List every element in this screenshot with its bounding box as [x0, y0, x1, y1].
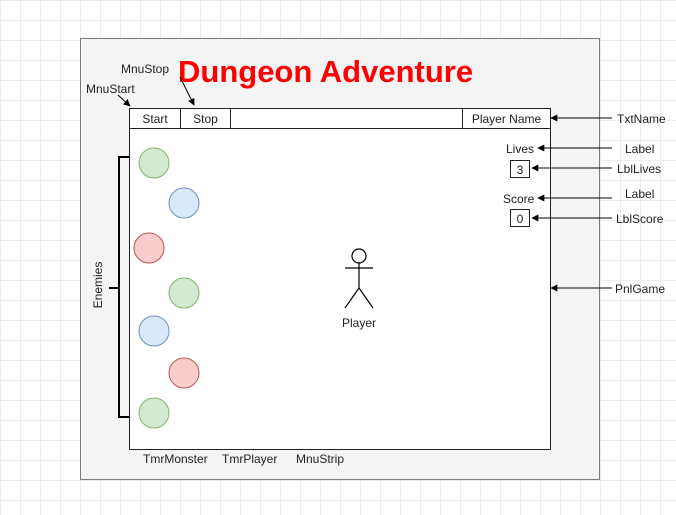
menu-start-button[interactable]: Start [130, 109, 181, 129]
score-label: Score [503, 192, 535, 206]
lives-label: Lives [506, 142, 535, 156]
enemy-green-7 [138, 397, 170, 429]
enemies-bracket [109, 156, 129, 418]
arrow-mnu-start [117, 94, 131, 107]
player-label: Player [342, 316, 377, 330]
enemy-red-6 [168, 357, 200, 389]
enemy-green-1 [138, 147, 170, 179]
annotation-txt-name: TxtName [617, 112, 666, 126]
arrow-mnu-stop [179, 76, 195, 106]
annotation-label-score: Label [625, 187, 655, 201]
menu-empty-area [231, 109, 463, 129]
annotation-mnu-stop: MnuStop [121, 62, 170, 76]
enemy-blue-2 [168, 187, 200, 219]
annotation-pnl-game: PnlGame [615, 282, 666, 296]
annotation-mnu-start: MnuStart [86, 82, 135, 96]
game-panel [129, 128, 551, 450]
enemy-group [133, 147, 200, 429]
annotation-lbl-lives: LblLives [617, 162, 662, 176]
annotation-label-lives: Label [625, 142, 655, 156]
enemy-blue-5 [138, 315, 170, 347]
lives-value: 3 [510, 160, 530, 178]
player-timer-label: TmrPlayer [222, 452, 278, 466]
player-icon [344, 248, 374, 309]
monster-timer-label: TmrMonster [143, 452, 208, 466]
enemy-green-4 [168, 277, 200, 309]
annotation-lbl-score: LblScore [616, 212, 664, 226]
game-title: Dungeon Adventure [178, 54, 474, 89]
player-name-field[interactable]: Player Name [471, 112, 542, 126]
score-value: 0 [510, 209, 530, 227]
menu-stop-button[interactable]: Stop [181, 109, 231, 129]
menu-strip-label: MnuStrip [296, 452, 345, 466]
enemy-red-3 [133, 232, 165, 264]
